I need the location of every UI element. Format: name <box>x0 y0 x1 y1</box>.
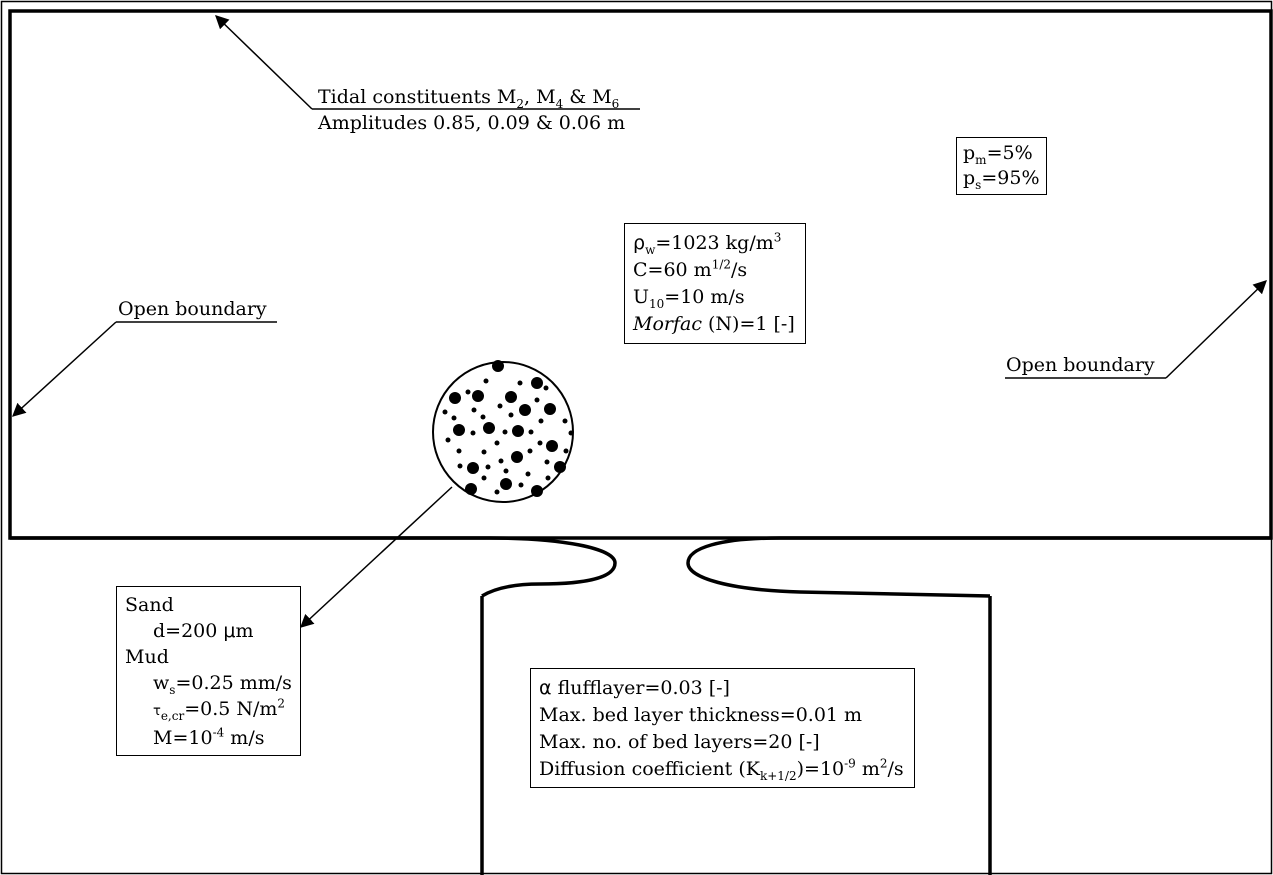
open-boundary-left-arrow <box>12 321 117 417</box>
chezy-coefficient: C=60 m1/2/s <box>633 257 748 281</box>
sand-diameter: d=200 μm <box>153 620 254 642</box>
m6-subscript: 6 <box>611 96 620 111</box>
settling-velocity: ws=0.25 mm/s <box>153 672 292 697</box>
critical-shear-stress: τe,cr=0.5 N/m2 <box>153 696 286 723</box>
fractions-box: pm=5% ps=95% <box>956 137 1047 195</box>
sediment-properties-box: Sand d=200 μm Mud ws=0.25 mm/s τe,cr=0.5… <box>116 586 301 756</box>
bed-parameters-box: α flufflayer=0.03 [-] Max. bed layer thi… <box>530 668 915 788</box>
m4-subscript: 4 <box>555 96 564 111</box>
tidal-constituents-label: Tidal constituents M2, M4 & M6 <box>318 84 619 110</box>
tidal-line1-text: Tidal constituents M <box>318 86 517 108</box>
tidal-sep1: , M <box>524 86 556 108</box>
sand-heading: Sand <box>125 594 174 616</box>
tidal-leader-arrow <box>215 15 313 110</box>
right-barrier-island <box>686 536 1271 598</box>
mud-heading: Mud <box>125 646 169 668</box>
morfac: Morfac (N)=1 [-] <box>633 313 795 335</box>
max-bed-layers: Max. no. of bed layers=20 [-] <box>539 731 820 753</box>
basin-outline <box>480 596 992 875</box>
wind-speed: U10=10 m/s <box>633 286 745 311</box>
mud-fraction: pm=5% <box>963 142 1033 167</box>
sea-domain <box>8 9 1273 540</box>
physics-parameters-box: ρw=1023 kg/m3 C=60 m1/2/s U10=10 m/s Mor… <box>624 223 806 344</box>
open-boundary-right-arrow <box>1165 280 1267 379</box>
water-density: ρw=1023 kg/m3 <box>633 230 782 257</box>
erosion-parameter: M=10-4 m/s <box>153 725 265 749</box>
sand-fraction: ps=95% <box>963 167 1040 192</box>
diffusion-coefficient: Diffusion coefficient (Kk+1/2)=10-9 m2/s <box>539 756 904 783</box>
m2-subscript: 2 <box>516 96 525 111</box>
sediment-mixture-circle <box>432 360 574 503</box>
open-boundary-left-label: Open boundary <box>118 298 267 320</box>
sediment-leader-arrow <box>300 486 453 628</box>
max-bed-layer-thickness: Max. bed layer thickness=0.01 m <box>539 704 863 726</box>
left-barrier-island <box>10 536 617 598</box>
alpha-flufflayer: α flufflayer=0.03 [-] <box>539 677 730 699</box>
tidal-amplitudes-label: Amplitudes 0.85, 0.09 & 0.06 m <box>318 112 626 134</box>
open-boundary-right-label: Open boundary <box>1006 354 1155 376</box>
tidal-sep2: & M <box>563 86 612 108</box>
